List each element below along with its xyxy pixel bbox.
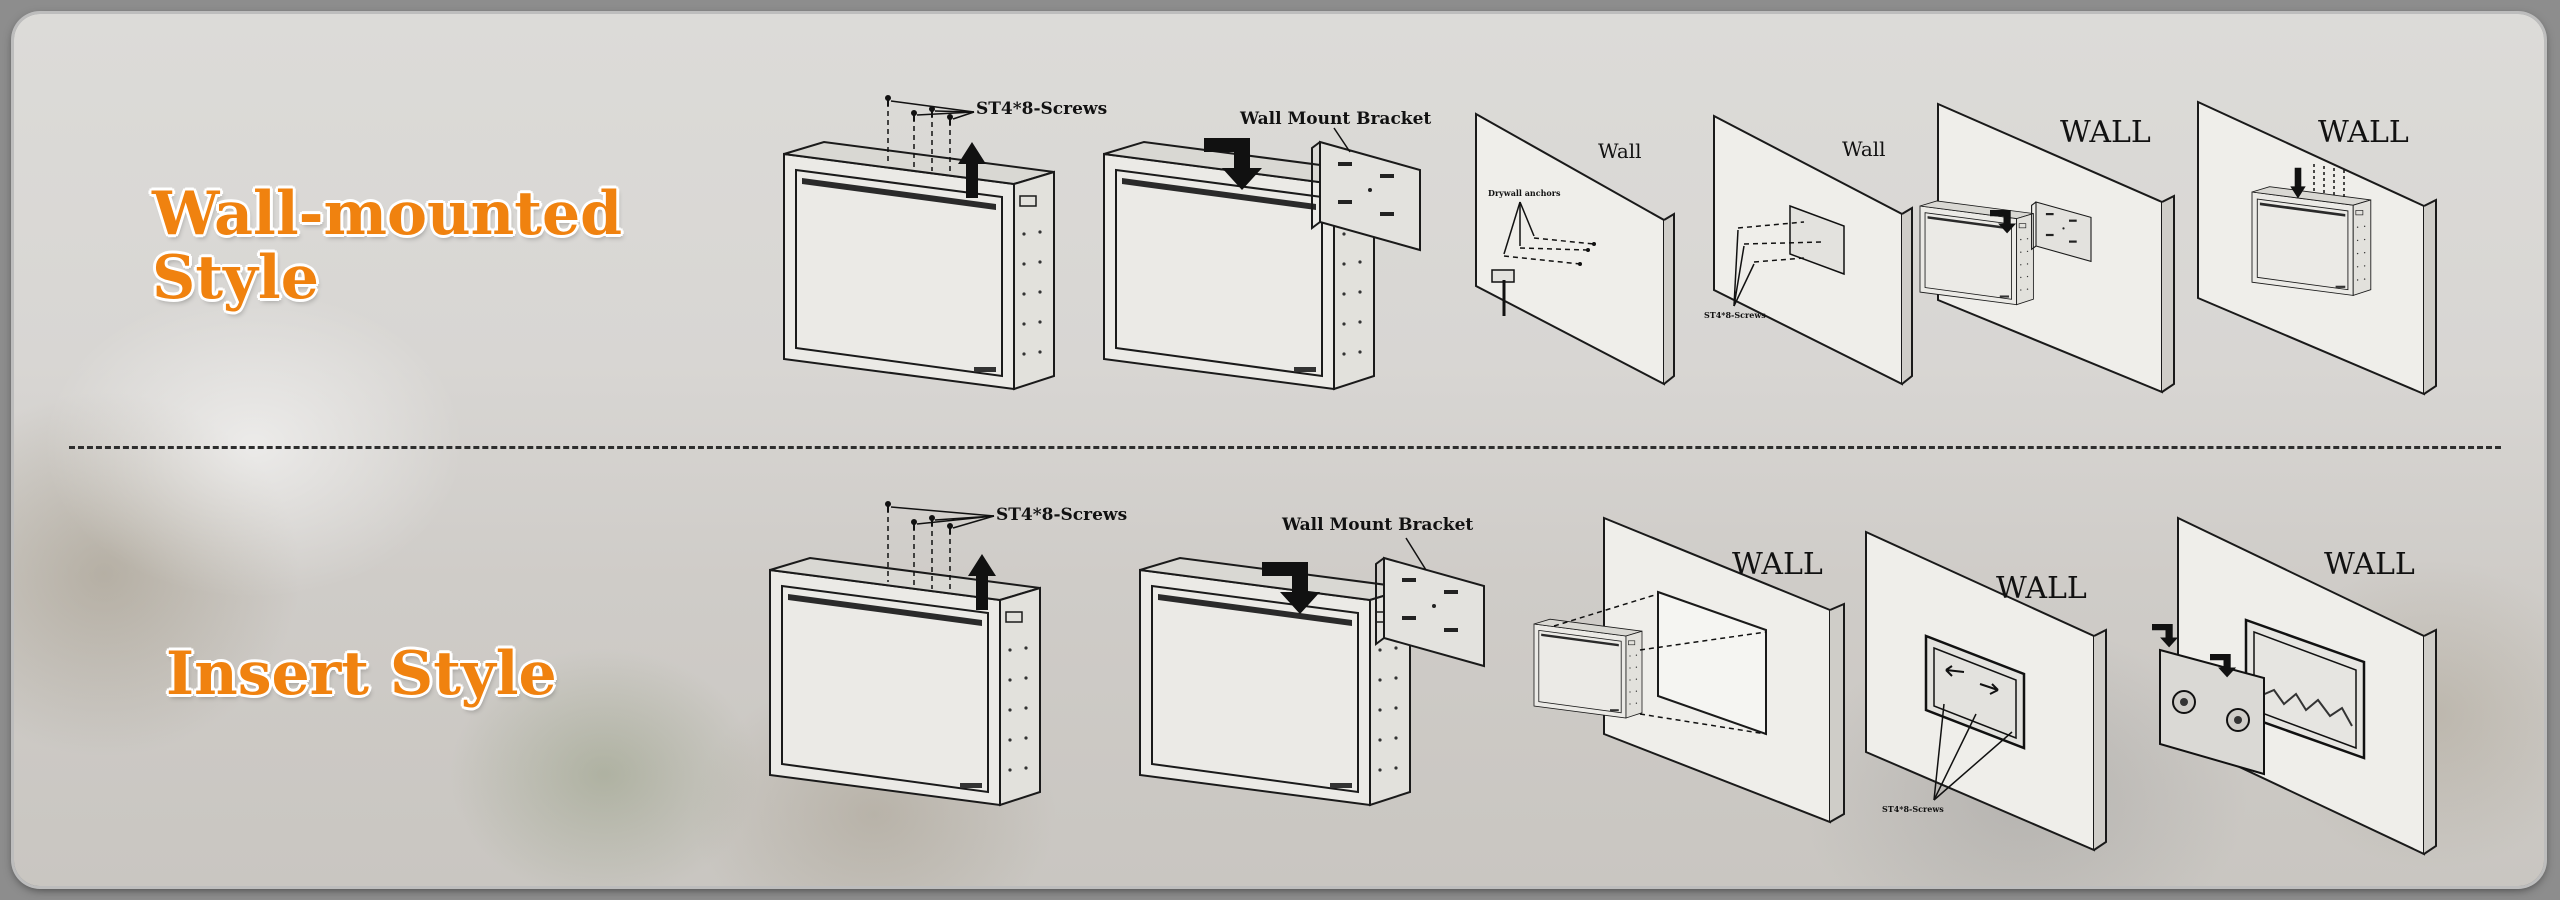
insert-step5-wall-label: WALL [2324, 547, 2415, 582]
insert-step3-recess-diagram: WALL [1533, 516, 1845, 824]
wall-step3-anchors-diagram: Wall Drywall anchors [1475, 112, 1675, 386]
wall-step2-bracket-diagram: Wall Mount Bracket [1103, 109, 1431, 390]
wall-step5-hang-diagram: WALL [1919, 102, 2175, 394]
wall-mounted-title-line1: Wall-mounted [152, 179, 623, 249]
banner-frame: Wall-mounted Style Insert Style [14, 14, 2544, 886]
wall-step3-wall-label: Wall [1598, 139, 1642, 163]
insert-bracket-label: Wall Mount Bracket [1281, 515, 1473, 535]
wall-screws-label: ST4*8-Screws [976, 99, 1107, 119]
wall-mounted-style-title: Wall-mounted Style [152, 182, 622, 310]
wall-step6-wall-label: WALL [2318, 115, 2409, 150]
section-divider [69, 446, 2501, 449]
insert-step2-bracket-diagram: Wall Mount Bracket [1139, 515, 1485, 806]
insert-step5-trim-diagram: WALL [2152, 516, 2437, 856]
wall-step4-bracket-screws-diagram: Wall ST4*8-Screws [1704, 114, 1913, 386]
insert-step4-screws-label: ST4*8-Screws [1882, 804, 1944, 814]
insert-step4-wall-label: WALL [1996, 571, 2087, 606]
insert-step4-screws-diagram: WALL ST4*8-Screws [1865, 530, 2107, 852]
insert-step3-wall-label: WALL [1732, 547, 1823, 582]
insert-step1-screws-diagram: ST4*8-Screws [769, 500, 1127, 806]
wall-step6-final-diagram: WALL [2197, 100, 2437, 396]
installation-diagrams: ST4*8-Screws Wall Mount Bracket Wall Dry… [769, 94, 2437, 856]
wall-bracket-label: Wall Mount Bracket [1239, 109, 1431, 129]
wall-mounted-title-line2: Style [152, 243, 319, 313]
insert-style-title: Insert Style [166, 639, 557, 709]
wall-step4-wall-label: Wall [1842, 137, 1886, 161]
wall-step4-screws-label: ST4*8-Screws [1704, 310, 1766, 320]
drywall-anchors-label: Drywall anchors [1488, 188, 1561, 198]
wall-step5-wall-label: WALL [2060, 115, 2151, 150]
wall-step1-screws-diagram: ST4*8-Screws [783, 94, 1107, 390]
insert-screws-label: ST4*8-Screws [996, 505, 1127, 525]
